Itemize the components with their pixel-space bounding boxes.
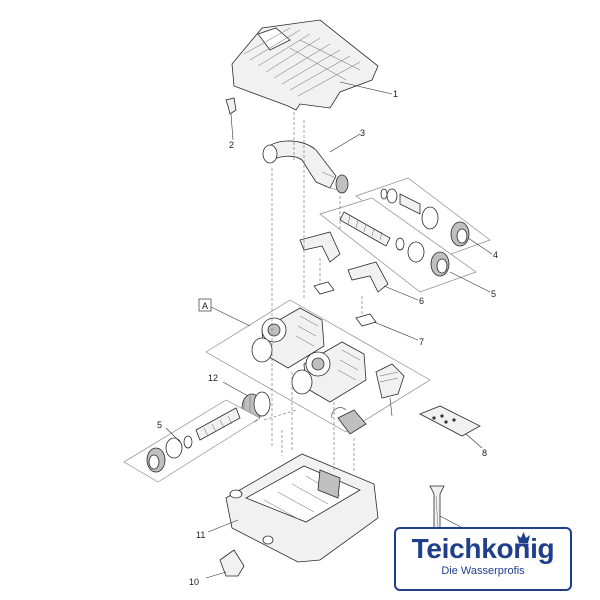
part-pump-upper [251,307,325,369]
callout-6: 6 [419,296,424,306]
assembly-a-label: A [202,301,208,311]
part-junction-box [331,407,367,435]
assembly-guide-lines [263,112,363,472]
brand-slogan: Die Wasserprofis [441,565,525,577]
callout-12: 12 [208,373,218,383]
callout-3: 3 [360,128,365,138]
part-brackets-6 [299,231,389,293]
part-housing-base [225,453,379,563]
callout-8: 8 [482,448,487,458]
part-controller [375,363,405,417]
callout-11: 11 [196,530,205,540]
brand-name: Teichkonig [411,533,555,564]
part-remote-control [419,405,481,437]
callout-4: 4 [493,250,498,260]
part-pump-lower [291,341,367,403]
callout-1: 1 [393,89,398,99]
part-elbow-pipe [262,140,349,194]
callout-10: 10 [189,577,199,587]
part-hose-tail-set-5-left [146,407,241,473]
part-clip [225,97,237,115]
assembly-a-box [198,298,212,312]
callout-5-right: 5 [491,289,496,299]
part-pads-7 [313,281,377,327]
part-hose-adapter-set-4 [380,188,470,247]
part-hose-tail-set-5-right [339,211,450,277]
callout-5-left: 5 [157,420,162,430]
callout-7: 7 [419,337,424,347]
part-cover-plate [219,549,245,577]
part-lid [231,19,379,111]
crown-icon [517,532,530,546]
teichkonig-logo: Teichkonig Die Wasserprofis [394,527,572,591]
callout-2: 2 [229,140,234,150]
